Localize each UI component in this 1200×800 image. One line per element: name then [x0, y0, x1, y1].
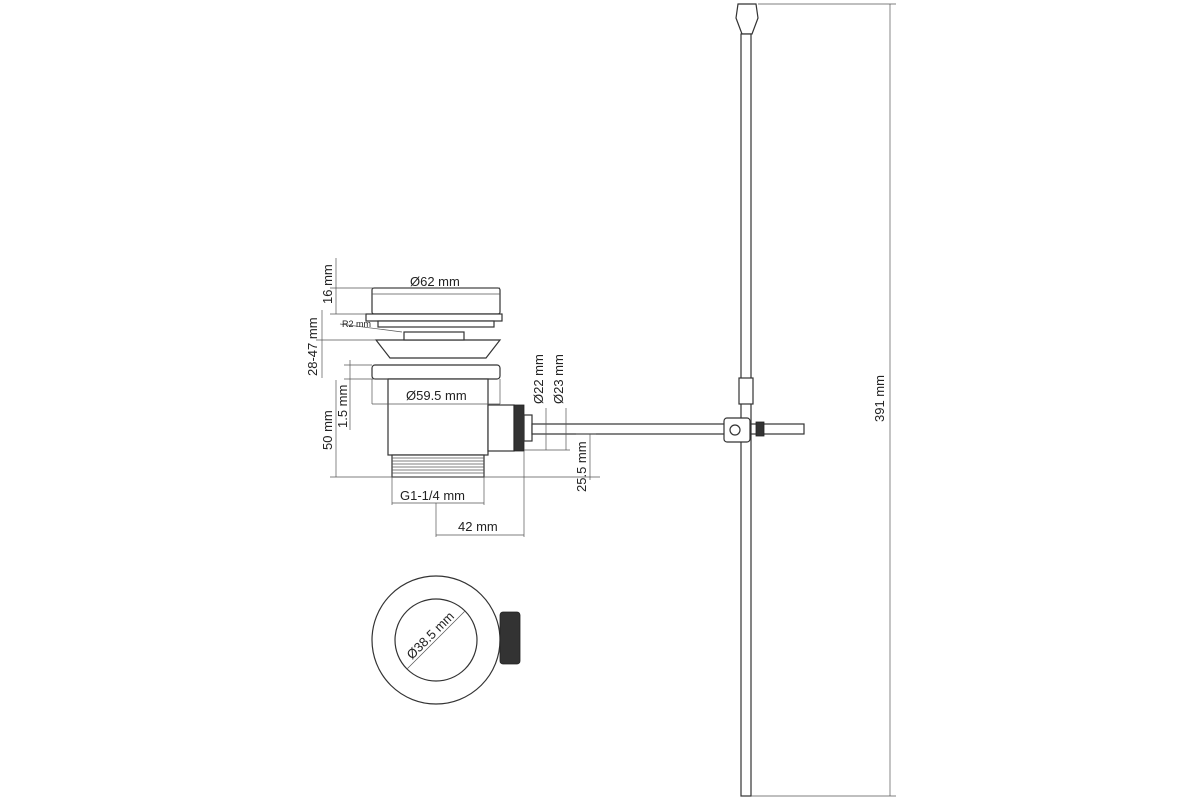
- rod-coupling: [738, 377, 754, 405]
- label-flange-diameter: Ø59.5 mm: [406, 388, 467, 403]
- clamp-block: [723, 417, 751, 443]
- body: [387, 378, 489, 456]
- lift-rod: [723, 3, 765, 797]
- vertical-rod: [740, 33, 752, 797]
- label-total-height: 391 mm: [872, 375, 887, 422]
- thread-lines: [392, 457, 484, 474]
- rod-knob: [735, 3, 759, 35]
- diameter-line: [406, 610, 466, 670]
- label-adjust-range: 28-47 mm: [305, 317, 320, 376]
- label-flange-thickness: 1.5 mm: [335, 385, 350, 428]
- outlet-cap: [523, 414, 533, 442]
- label-offset: 42 mm: [458, 519, 498, 534]
- cap-stem: [377, 320, 495, 328]
- label-body-height: 50 mm: [320, 410, 335, 450]
- side-view: [365, 287, 805, 478]
- flange: [371, 364, 501, 380]
- label-rod-diameter-inner: Ø22 mm: [531, 354, 546, 404]
- stem-neck: [403, 331, 465, 341]
- top-view: [371, 575, 521, 705]
- clamp-screw-icon: [729, 424, 741, 436]
- cap-cone: [374, 339, 502, 359]
- label-thread: G1-1/4 mm: [400, 488, 465, 503]
- knurled-nut: [513, 404, 525, 452]
- horizontal-rod: [531, 423, 805, 435]
- clamp-screw: [755, 421, 765, 437]
- label-rod-diameter-outer: Ø23 mm: [551, 354, 566, 404]
- label-cap-diameter: Ø62 mm: [410, 274, 460, 289]
- cap-rim: [365, 313, 503, 322]
- cap-top: [371, 287, 501, 315]
- top-knurled-nut: [499, 611, 521, 665]
- label-cap-height: 16 mm: [320, 264, 335, 304]
- outlet-boss: [487, 404, 515, 452]
- label-rod-offset: 25.5 mm: [574, 441, 589, 492]
- label-radius: R2 mm: [342, 319, 371, 329]
- dimension-lines: [316, 3, 896, 797]
